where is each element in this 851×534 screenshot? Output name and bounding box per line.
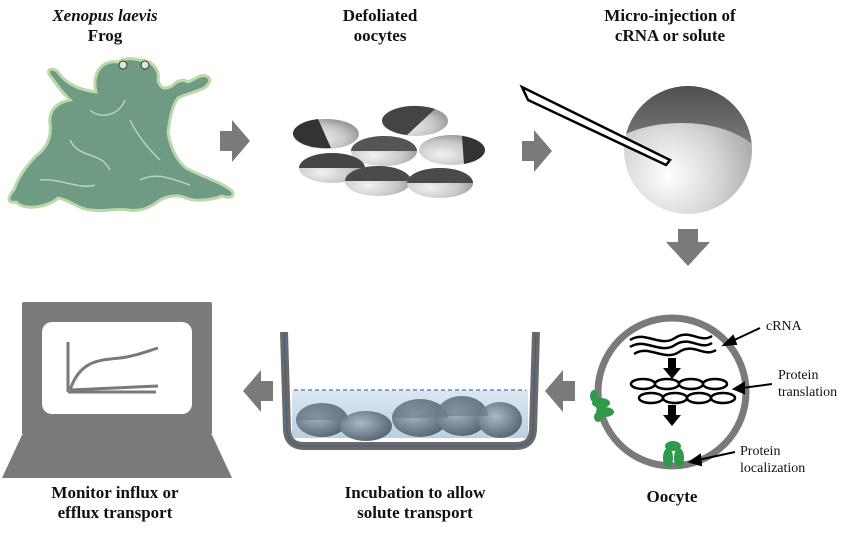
translation-annotation: Protein translation (778, 367, 837, 401)
arrow-protein-to-membrane (663, 405, 681, 426)
frog-common-name: Frog (87, 26, 123, 45)
microinjection-illustration (519, 84, 752, 214)
translation-annotation-line1: Protein (778, 368, 819, 383)
monitor-screen (42, 322, 192, 414)
oocyte-label: Oocyte (622, 487, 722, 507)
annotation-pointers (687, 327, 773, 467)
incubation-label: Incubation to allow solute transport (330, 483, 500, 523)
crna-annotation: cRNA (766, 319, 802, 334)
monitor-label-line2: efflux transport (57, 503, 173, 522)
arrow-oocytes-to-injection (522, 130, 552, 172)
frog-eye-left (118, 60, 128, 70)
keyboard-base (2, 435, 232, 478)
computer-monitor (2, 302, 232, 478)
membrane-protein-bottom (663, 441, 684, 468)
arrow-oocyte-to-incubation (545, 370, 575, 412)
frog-illustration (7, 57, 235, 213)
defoliated-label: Defoliated oocytes (320, 6, 440, 46)
oocyte-detail (590, 314, 773, 470)
frog-texture (39, 99, 191, 187)
injection-label-line2: cRNA or solute (614, 26, 726, 45)
frog-eye-right (140, 60, 150, 70)
flow-arrows (220, 120, 710, 412)
arrow-frog-to-oocytes (220, 120, 250, 162)
dish-oocytes (296, 396, 522, 441)
localization-annotation-line1: Protein (740, 444, 781, 459)
incubation-label-line1: Incubation to allow (344, 483, 486, 502)
oocyte-label-text: Oocyte (646, 487, 698, 506)
incubation-dish (280, 331, 540, 450)
defoliated-label-line1: Defoliated (342, 6, 418, 25)
incubation-label-line2: solute transport (357, 503, 473, 522)
defoliated-label-line2: oocytes (353, 26, 407, 45)
translation-annotation-line2: translation (778, 385, 838, 400)
localization-annotation-line2: localization (740, 461, 806, 476)
micropipette (519, 84, 672, 167)
frog-body (7, 57, 235, 213)
injection-label: Micro-injection of cRNA or solute (580, 6, 760, 46)
frog-species-name: Xenopus laevis (52, 6, 158, 25)
crna-strands (629, 333, 717, 357)
transport-plot (66, 342, 159, 394)
membrane-protein-left (590, 390, 614, 422)
monitor-label-line1: Monitor influx or (51, 483, 179, 502)
protein-chains (629, 377, 737, 405)
dish-outline (283, 331, 537, 447)
arrow-crna-to-protein (663, 358, 681, 379)
arrow-incubation-to-monitor (243, 370, 273, 412)
monitor-label: Monitor influx or efflux transport (30, 483, 200, 523)
injection-label-line1: Micro-injection of (604, 6, 736, 25)
defoliated-oocytes-illustration (292, 105, 486, 198)
arrow-injection-to-oocyte (666, 229, 710, 266)
localization-annotation: Protein localization (740, 443, 805, 477)
frog-label: Xenopus laevis Frog (40, 6, 170, 46)
